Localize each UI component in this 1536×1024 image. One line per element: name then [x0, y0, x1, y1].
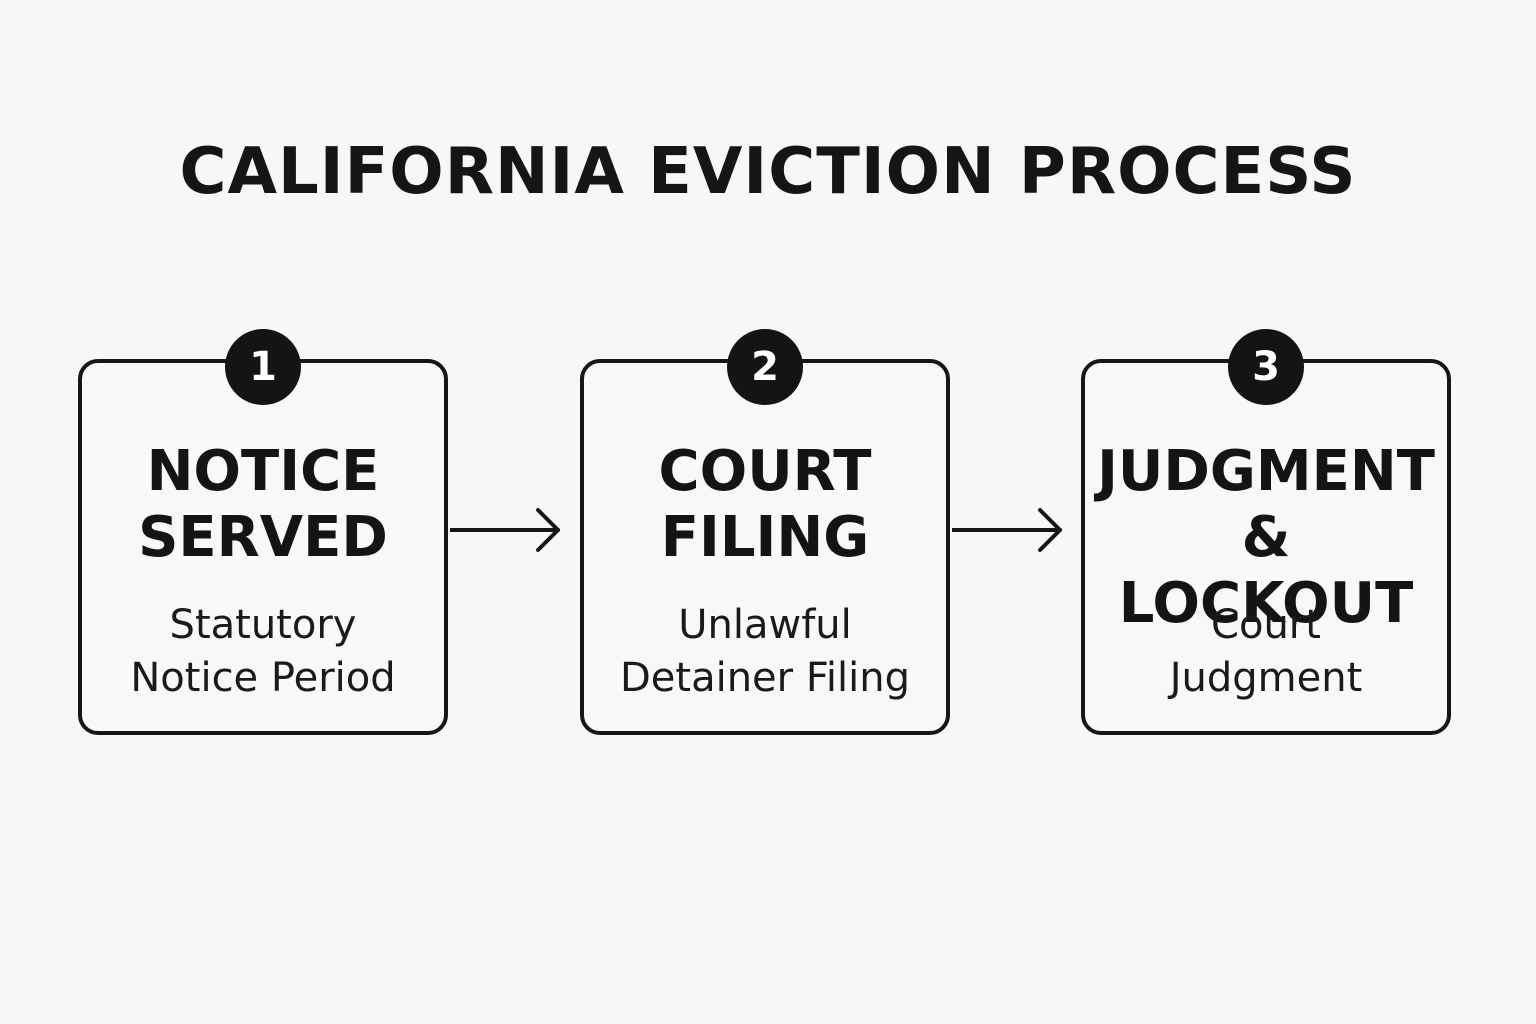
step-box-notice-served: 1 NOTICE SERVED Statutory Notice Period — [78, 329, 448, 735]
step-number-badge: 3 — [1228, 329, 1304, 405]
step-detail-line: Notice Period — [130, 655, 396, 701]
diagram-title: CALIFORNIA EVICTION PROCESS — [179, 135, 1357, 209]
step-heading: JUDGMENT & LOCKOUT — [1085, 439, 1447, 637]
arrow-right-icon — [450, 508, 560, 552]
step-heading-line: & LOCKOUT — [1118, 505, 1414, 636]
arrow-right-icon — [952, 508, 1062, 552]
step-detail: Court Judgment — [1085, 599, 1447, 705]
step-detail-line: Detainer Filing — [619, 655, 911, 701]
step-box-court-filing: 2 COURT FILING Unlawful Detainer Filing — [580, 329, 950, 735]
step-number-badge: 2 — [727, 329, 803, 405]
step-detail-line: Court — [1211, 602, 1321, 648]
step-heading-line: NOTICE — [146, 439, 380, 504]
step-detail-line: Unlawful — [678, 602, 852, 648]
step-box-judgment-lockout: 3 JUDGMENT & LOCKOUT Court Judgment — [1081, 329, 1451, 735]
step-heading-line: JUDGMENT — [1097, 439, 1435, 504]
step-heading-line: FILING — [660, 505, 870, 570]
step-heading-line: SERVED — [138, 505, 388, 570]
step-number-badge: 1 — [225, 329, 301, 405]
step-detail: Statutory Notice Period — [82, 599, 444, 705]
step-heading: COURT FILING — [584, 439, 946, 571]
step-heading: NOTICE SERVED — [82, 439, 444, 571]
step-heading-line: COURT — [658, 439, 872, 504]
step-detail-line: Statutory — [169, 602, 357, 648]
step-detail: Unlawful Detainer Filing — [584, 599, 946, 705]
step-detail-line: Judgment — [1169, 655, 1363, 701]
